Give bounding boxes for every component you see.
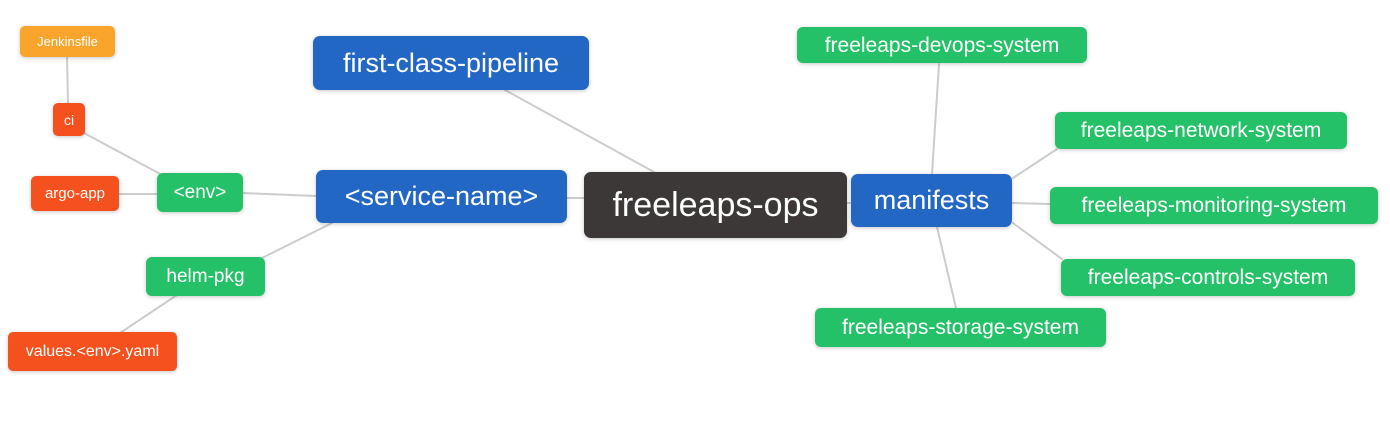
node-env[interactable]: <env>: [157, 173, 243, 212]
node-freeleaps-devops-system[interactable]: freeleaps-devops-system: [797, 27, 1087, 63]
node-freeleaps-monitoring-system[interactable]: freeleaps-monitoring-system: [1050, 187, 1378, 224]
node-first-class-pipeline[interactable]: first-class-pipeline: [313, 36, 589, 90]
node-freeleaps-ops-root[interactable]: freeleaps-ops: [584, 172, 847, 238]
node-freeleaps-storage-system[interactable]: freeleaps-storage-system: [815, 308, 1106, 347]
edge-jenkinsfile-ci: [66, 56, 69, 105]
node-ci[interactable]: ci: [53, 103, 85, 136]
edge-service-name-helm-pkg: [261, 222, 333, 259]
node-freeleaps-network-system[interactable]: freeleaps-network-system: [1055, 112, 1347, 149]
edge-ci-env: [83, 132, 165, 177]
node-values-env-yaml[interactable]: values.<env>.yaml: [8, 332, 177, 371]
node-helm-pkg[interactable]: helm-pkg: [146, 257, 265, 296]
node-service-name[interactable]: <service-name>: [316, 170, 567, 223]
node-freeleaps-controls-system[interactable]: freeleaps-controls-system: [1061, 259, 1355, 296]
node-jenkinsfile[interactable]: Jenkinsfile: [20, 26, 115, 57]
edge-manifests-controls-system: [1012, 222, 1063, 260]
edge-manifests-monitoring-system: [1011, 202, 1051, 205]
node-manifests[interactable]: manifests: [851, 174, 1012, 227]
edge-env-service-name: [242, 192, 317, 197]
edge-manifests-devops-system: [931, 63, 940, 175]
edge-helm-pkg-values-yaml: [119, 294, 178, 334]
edge-manifests-network-system: [1012, 148, 1058, 179]
node-argo-app[interactable]: argo-app: [31, 176, 119, 211]
edge-manifests-storage-system: [936, 226, 957, 309]
edge-first-class-pipeline-ops: [504, 89, 655, 173]
